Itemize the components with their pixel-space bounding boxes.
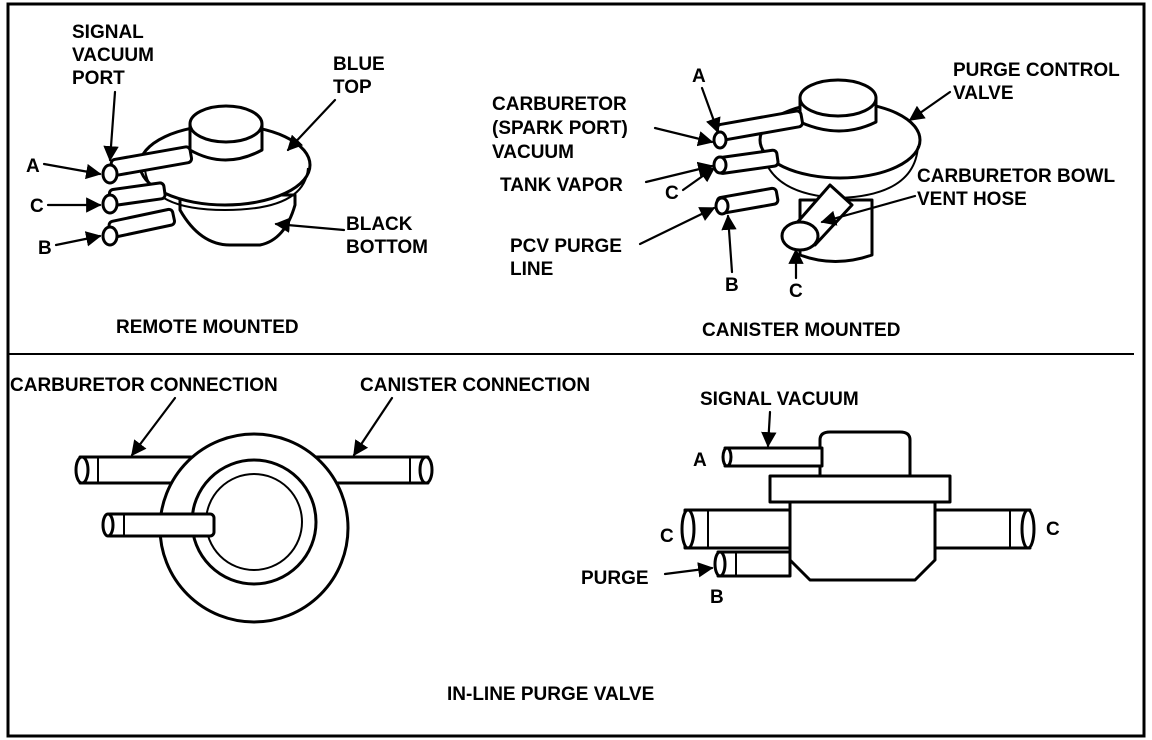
leader-remote-b: [54, 231, 102, 247]
leader-carb-spark: [653, 126, 714, 147]
inline-valve-side-view: [680, 430, 1036, 582]
label-inline-c-right: C: [1046, 519, 1060, 540]
label-purge-control-2: VALVE: [953, 83, 1014, 104]
label-carb-spark-1: CARBURETOR: [492, 94, 627, 115]
label-bowl-vent-2: VENT HOSE: [917, 189, 1027, 210]
leader-purge-control: [908, 90, 952, 122]
leader-canister-b: [721, 214, 737, 274]
label-signal-port-2: VACUUM: [72, 45, 154, 66]
label-remote-a: A: [26, 156, 40, 177]
label-black-bottom-1: BLACK: [346, 214, 413, 235]
label-purge: PURGE: [581, 568, 649, 589]
label-blue-top-1: BLUE: [333, 54, 385, 75]
label-signal-vacuum: SIGNAL VACUUM: [700, 389, 859, 410]
leader-remote-a: [42, 162, 102, 180]
leader-purge: [663, 562, 714, 578]
inline-valve-top-view: [74, 432, 434, 624]
label-canister-a: A: [692, 66, 706, 87]
leader-signal-port: [103, 90, 119, 162]
canister-mounted-valve: [712, 78, 922, 263]
label-pcv-1: PCV PURGE: [510, 236, 622, 257]
leader-canister-c-left: [681, 166, 716, 192]
label-remote-b: B: [38, 238, 52, 259]
leader-pcv: [638, 206, 716, 246]
label-remote-c: C: [30, 196, 44, 217]
outer-border: [6, 2, 1146, 738]
remote-mounted-valve: [101, 104, 312, 247]
label-purge-control-1: PURGE CONTROL: [953, 60, 1120, 81]
leader-bowl-vent: [820, 194, 917, 226]
leader-black-bottom: [274, 217, 346, 233]
label-canister-c-left: C: [665, 183, 679, 204]
label-inline-a: A: [693, 450, 707, 471]
label-inline-b: B: [710, 587, 724, 608]
label-carb-spark-2: (SPARK PORT): [492, 118, 628, 139]
title-inline-purge-valve: IN-LINE PURGE VALVE: [447, 684, 654, 705]
leader-tank-vapor: [644, 161, 714, 184]
label-carb-spark-3: VACUUM: [492, 142, 574, 163]
label-inline-c-left: C: [660, 526, 674, 547]
label-canister-c-bottom: C: [789, 281, 803, 302]
label-signal-port-3: PORT: [72, 68, 125, 89]
leader-carb-connection: [130, 396, 177, 457]
label-tank-vapor: TANK VAPOR: [500, 175, 623, 196]
label-bowl-vent-1: CARBURETOR BOWL: [917, 166, 1115, 187]
label-pcv-2: LINE: [510, 259, 553, 280]
leader-signal-vacuum: [761, 410, 777, 448]
label-blue-top-2: TOP: [333, 77, 372, 98]
leader-blue-top: [286, 98, 337, 152]
label-carb-connection: CARBURETOR CONNECTION: [10, 375, 278, 396]
label-signal-port-1: SIGNAL: [72, 22, 144, 43]
title-remote-mounted: REMOTE MOUNTED: [116, 317, 299, 338]
leader-canister-connection: [352, 396, 394, 457]
label-canister-b: B: [725, 275, 739, 296]
title-canister-mounted: CANISTER MOUNTED: [702, 320, 900, 341]
label-canister-connection: CANISTER CONNECTION: [360, 375, 590, 396]
label-black-bottom-2: BOTTOM: [346, 237, 428, 258]
leader-canister-a: [700, 86, 721, 134]
